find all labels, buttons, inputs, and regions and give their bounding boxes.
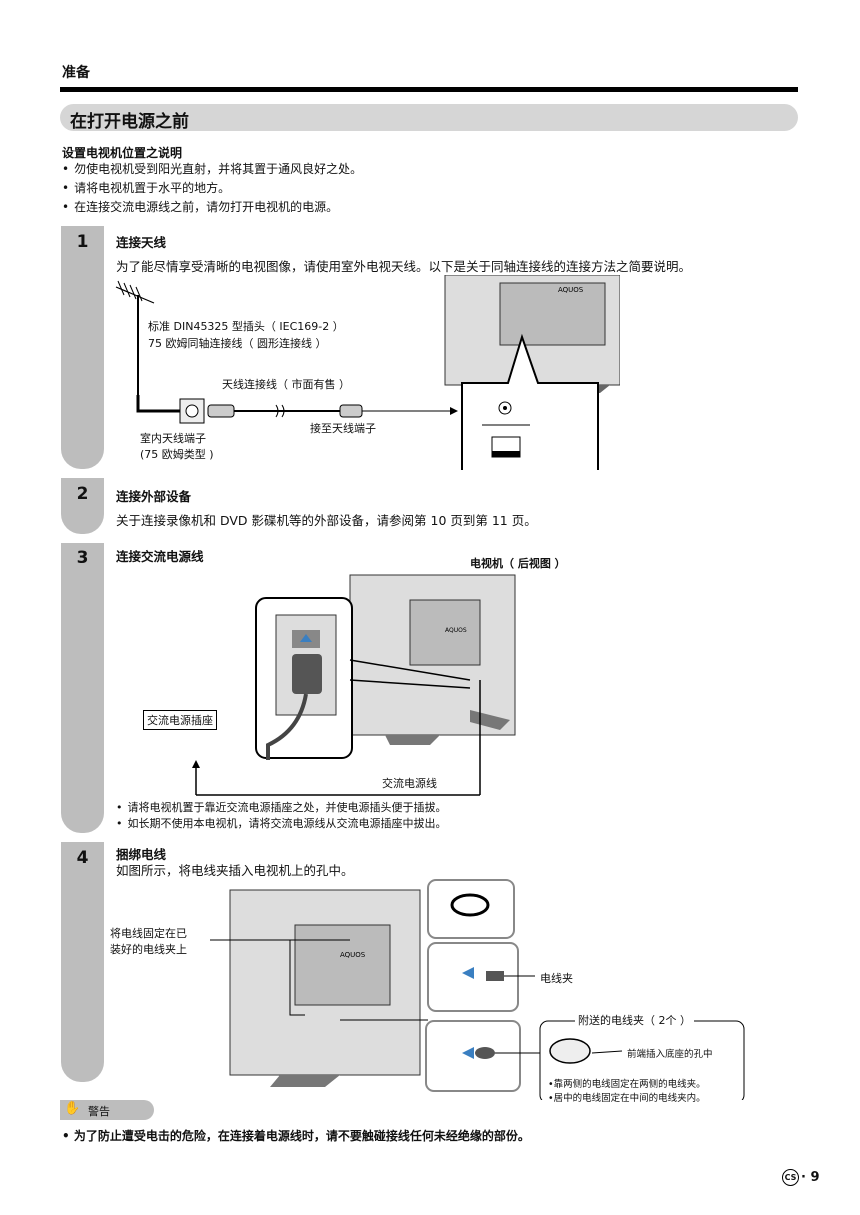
antenna-cable-label: 天线连接线（ 市面有售 ） [222, 378, 350, 391]
clip-note-1: •靠两侧的电线固定在两侧的电线夹。 [548, 1079, 706, 1090]
cable-clip-diagram: AQUOS [210, 879, 745, 1100]
placement-heading: 设置电视机位置之说明 [62, 146, 183, 160]
svg-text:AQUOS: AQUOS [558, 286, 584, 294]
antenna-icon [115, 280, 155, 395]
step-1-title: 连接天线 [116, 235, 167, 250]
tv-rear-illustration: AQUOS [349, 574, 516, 745]
warning-badge [60, 1100, 154, 1120]
power-plug [292, 654, 322, 694]
warning-text: • 为了防止遭受电击的危险，在连接着电源线时，请不要触碰接线任何未经绝缘的部份。 [62, 1129, 530, 1143]
page-title: 在打开电源之前 [70, 112, 189, 132]
step-4-number: 4 [76, 848, 89, 868]
step-2-number: 2 [76, 484, 89, 504]
indoor-terminal-label: 室内天线端子 [140, 432, 206, 445]
step-1-number: 1 [76, 232, 89, 252]
title-banner [60, 104, 798, 131]
outlet-label: 交流电源插座 [143, 710, 217, 730]
step-2-desc: 关于连接录像机和 DVD 影碟机等的外部设备，请参阅第 10 页到第 11 页。 [116, 513, 537, 528]
fix-cable-label-2: 装好的电线夹上 [110, 943, 187, 956]
coax-plug [207, 404, 235, 418]
antenna-diagram: AQUOS [115, 275, 620, 470]
warning-badge-label: 警告 [88, 1105, 110, 1118]
step-2-title: 连接外部设备 [116, 489, 192, 504]
power-cord-label: 交流电源线 [382, 777, 437, 790]
cs-language-icon: CS [782, 1169, 799, 1186]
svg-text:AQUOS: AQUOS [340, 951, 366, 959]
step-3-note: 如长期不使用本电视机，请将交流电源线从交流电源插座中拔出。 [116, 816, 447, 832]
page-number: CS· 9 [782, 1169, 820, 1186]
fix-cable-label-1: 将电线固定在已 [110, 927, 187, 940]
step-4-title: 捆绑电线 [116, 847, 167, 862]
warning-hand-icon: ✋ [64, 1101, 81, 1116]
step-4-desc: 如图所示，将电线夹插入电视机上的孔中。 [116, 863, 354, 878]
clip-label: 电线夹 [540, 972, 573, 985]
placement-bullet: 在连接交流电源线之前，请勿打开电视机的电源。 [62, 198, 362, 217]
svg-text:AQUOS: AQUOS [445, 627, 467, 634]
front-insert-label: 前端插入底座的孔中 [627, 1049, 713, 1060]
insert-arrow-icon [462, 967, 474, 979]
step-2-bar [61, 478, 104, 534]
plug-standard-label: 标准 DIN45325 型插头（ IEC169-2 ） [148, 320, 344, 333]
step-1-bar [61, 226, 104, 469]
step-4-bar [61, 842, 104, 1082]
placement-bullet: 勿使电视机受到阳光直射，并将其置于通风良好之处。 [62, 160, 362, 179]
clip-note-2: •居中的电线固定在中间的电线夹内。 [548, 1093, 706, 1104]
insert-arrow-icon [300, 634, 312, 642]
step-1-desc: 为了能尽情享受清晰的电视图像，请使用室外电视天线。以下是关于同轴连接线的连接方法… [116, 259, 692, 274]
tv-rear-illustration: AQUOS [229, 889, 421, 1087]
step-3-number: 3 [76, 548, 89, 568]
header-rule [60, 87, 798, 92]
step-3-notes: 请将电视机置于靠近交流电源插座之处，并使电源插头便于插拔。 如长期不使用本电视机… [116, 800, 447, 832]
section-label: 准备 [62, 65, 90, 81]
clip-icon [450, 893, 490, 917]
rear-view-label: 电视机（ 后视图 ） [470, 557, 566, 570]
insert-arrow-icon [462, 1047, 474, 1059]
placement-bullet: 请将电视机置于水平的地方。 [62, 179, 362, 198]
step-3-title: 连接交流电源线 [116, 549, 204, 564]
indoor-terminal-type: (75 欧姆类型 ) [140, 448, 214, 461]
power-cord-diagram: AQUOS [192, 574, 516, 796]
supplied-clips-label: 附送的电线夹（ 2个 ） [575, 1012, 694, 1028]
placement-list: 勿使电视机受到阳光直射，并将其置于通风良好之处。 请将电视机置于水平的地方。 在… [62, 160, 362, 217]
to-terminal-label: 接至天线端子 [310, 422, 376, 435]
step-3-bar [61, 543, 104, 833]
step-3-note: 请将电视机置于靠近交流电源插座之处，并使电源插头便于插拔。 [116, 800, 447, 816]
coax-cable-label: 75 欧姆同轴连接线（ 圆形连接线 ） [148, 337, 327, 350]
